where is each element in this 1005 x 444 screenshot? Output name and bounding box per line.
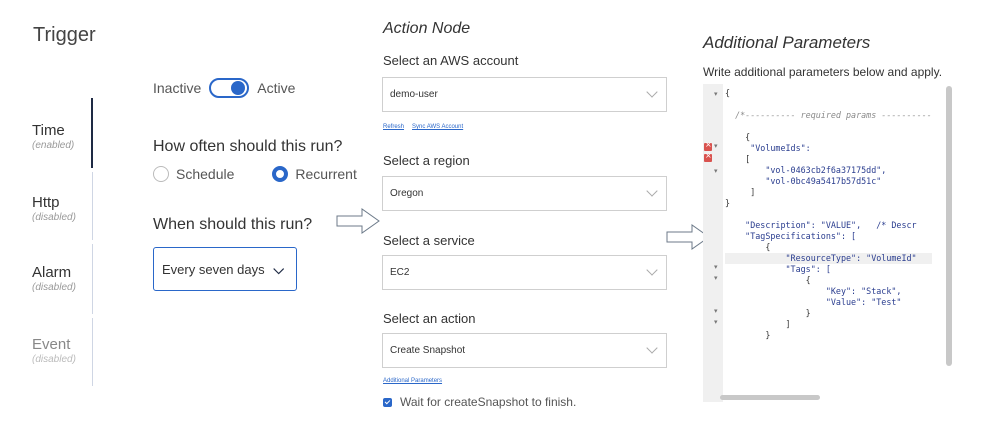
- code-line: "Tags": [: [725, 264, 831, 274]
- region-label: Select a region: [383, 153, 470, 168]
- code-line: [725, 99, 932, 110]
- when-select-value: Every seven days: [162, 261, 265, 277]
- error-icon: [704, 140, 712, 151]
- when-question: When should this run?: [153, 216, 313, 233]
- code-line: ]: [725, 319, 791, 329]
- region-select-value: Oregon: [390, 188, 424, 199]
- code-line: "TagSpecifications": [: [725, 231, 857, 241]
- tab-label: Time: [32, 122, 65, 139]
- frequency-radio-group: Schedule Recurrent: [153, 166, 357, 182]
- code-line: [: [725, 154, 751, 164]
- account-select[interactable]: demo-user: [382, 77, 667, 112]
- action-label: Select an action: [383, 311, 476, 326]
- code-line: "ResourceType": "VolumeId": [725, 253, 932, 264]
- tab-label: Event: [32, 336, 71, 353]
- tab-divider: [92, 318, 93, 386]
- action-select[interactable]: Create Snapshot: [382, 333, 667, 368]
- tab-status: (disabled): [32, 282, 76, 293]
- tab-label: Http: [32, 194, 60, 211]
- frequency-question: How often should this run?: [153, 138, 343, 155]
- tab-indicator-active: [91, 98, 93, 168]
- code-line: "Value": "Test": [725, 297, 902, 307]
- wait-checkbox[interactable]: [383, 397, 392, 407]
- trigger-tabs: Time (enabled) Http (disabled) Alarm (di…: [0, 98, 100, 388]
- code-line: }: [725, 198, 731, 208]
- refresh-link[interactable]: Refresh: [383, 124, 405, 130]
- radio-schedule-label[interactable]: Schedule: [176, 166, 235, 182]
- account-links: Refresh Sync AWS Account: [383, 124, 463, 130]
- params-title: Additional Parameters: [703, 33, 871, 52]
- additional-parameters-link[interactable]: Additional Parameters: [383, 378, 443, 384]
- radio-schedule[interactable]: [153, 166, 169, 182]
- chevron-down-icon: [646, 342, 658, 354]
- horizontal-scrollbar[interactable]: [720, 395, 820, 400]
- region-select[interactable]: Oregon: [382, 176, 667, 211]
- code-content: { /*---------- required params ---------…: [725, 88, 932, 341]
- tab-label: Alarm: [32, 264, 72, 281]
- additional-params-link-row: Additional Parameters: [383, 378, 442, 384]
- tab-status: (enabled): [32, 140, 75, 151]
- tab-alarm[interactable]: Alarm (disabled): [32, 264, 96, 334]
- wait-checkbox-row: Wait for createSnapshot to finish.: [383, 395, 576, 409]
- fold-icon[interactable]: ▾: [714, 263, 718, 271]
- error-icon: [704, 151, 712, 162]
- vertical-scrollbar[interactable]: [946, 86, 952, 366]
- tab-time[interactable]: Time (enabled): [32, 122, 96, 192]
- tab-status: (disabled): [32, 354, 76, 365]
- chevron-down-icon: ⌵: [273, 261, 284, 277]
- fold-icon[interactable]: ▾: [714, 318, 718, 326]
- code-line: "vol-0463cb2f6a37175dd",: [725, 165, 887, 175]
- chevron-down-icon: [646, 86, 658, 98]
- inactive-label: Inactive: [153, 80, 202, 96]
- code-line: }: [725, 330, 771, 340]
- tab-status: (disabled): [32, 212, 76, 223]
- fold-icon[interactable]: ▾: [714, 90, 718, 98]
- service-select[interactable]: EC2: [382, 255, 667, 290]
- active-toggle-row: Inactive Active: [153, 78, 295, 98]
- code-line: {: [725, 275, 811, 285]
- code-line: "vol-0bc49a5417b57d51c": [725, 176, 882, 186]
- service-label: Select a service: [383, 233, 475, 248]
- when-select[interactable]: Every seven days ⌵: [153, 247, 297, 291]
- tab-divider: [92, 172, 93, 240]
- account-label: Select an AWS account: [383, 53, 519, 68]
- editor-gutter: [703, 84, 723, 402]
- params-subtitle: Write additional parameters below and ap…: [703, 65, 943, 79]
- action-select-value: Create Snapshot: [390, 345, 466, 356]
- code-line: ]: [725, 187, 756, 197]
- code-line: "Key": "Stack",: [725, 286, 902, 296]
- chevron-down-icon: [646, 264, 658, 276]
- code-editor[interactable]: ▾ ▾ ▾ ▾ ▾ ▾ ▾ { /*---------- required pa…: [703, 84, 959, 402]
- tab-event[interactable]: Event (disabled): [32, 336, 96, 406]
- radio-recurrent[interactable]: [272, 166, 289, 182]
- wait-checkbox-label[interactable]: Wait for createSnapshot to finish.: [400, 395, 577, 409]
- code-line: {: [725, 242, 771, 252]
- code-line: {: [725, 88, 731, 98]
- code-line: {: [725, 132, 751, 142]
- tab-divider: [92, 244, 93, 314]
- code-line: /*---------- required params ----------: [725, 110, 932, 120]
- toggle-knob: [231, 81, 246, 95]
- fold-icon[interactable]: ▾: [714, 167, 718, 175]
- fold-icon[interactable]: ▾: [714, 274, 718, 282]
- chevron-down-icon: [646, 185, 658, 197]
- sync-account-link[interactable]: Sync AWS Account: [412, 124, 464, 130]
- action-node-title: Action Node: [383, 20, 471, 37]
- code-line: [725, 121, 932, 132]
- fold-icon[interactable]: ▾: [714, 142, 718, 150]
- arrow-right-icon: [666, 224, 710, 250]
- code-line: "VolumeIds":: [725, 143, 811, 153]
- account-select-value: demo-user: [390, 89, 438, 100]
- active-label: Active: [257, 80, 296, 96]
- active-toggle-switch[interactable]: [209, 78, 250, 98]
- code-line: }: [725, 308, 811, 318]
- radio-recurrent-label[interactable]: Recurrent: [295, 166, 357, 182]
- arrow-right-icon: [336, 208, 380, 234]
- service-select-value: EC2: [390, 267, 410, 278]
- fold-icon[interactable]: ▾: [714, 307, 718, 315]
- code-line: "Description": "VALUE", /* Descr: [725, 220, 917, 230]
- code-line: [725, 209, 932, 220]
- tab-http[interactable]: Http (disabled): [32, 194, 96, 264]
- trigger-title: Trigger: [33, 24, 96, 46]
